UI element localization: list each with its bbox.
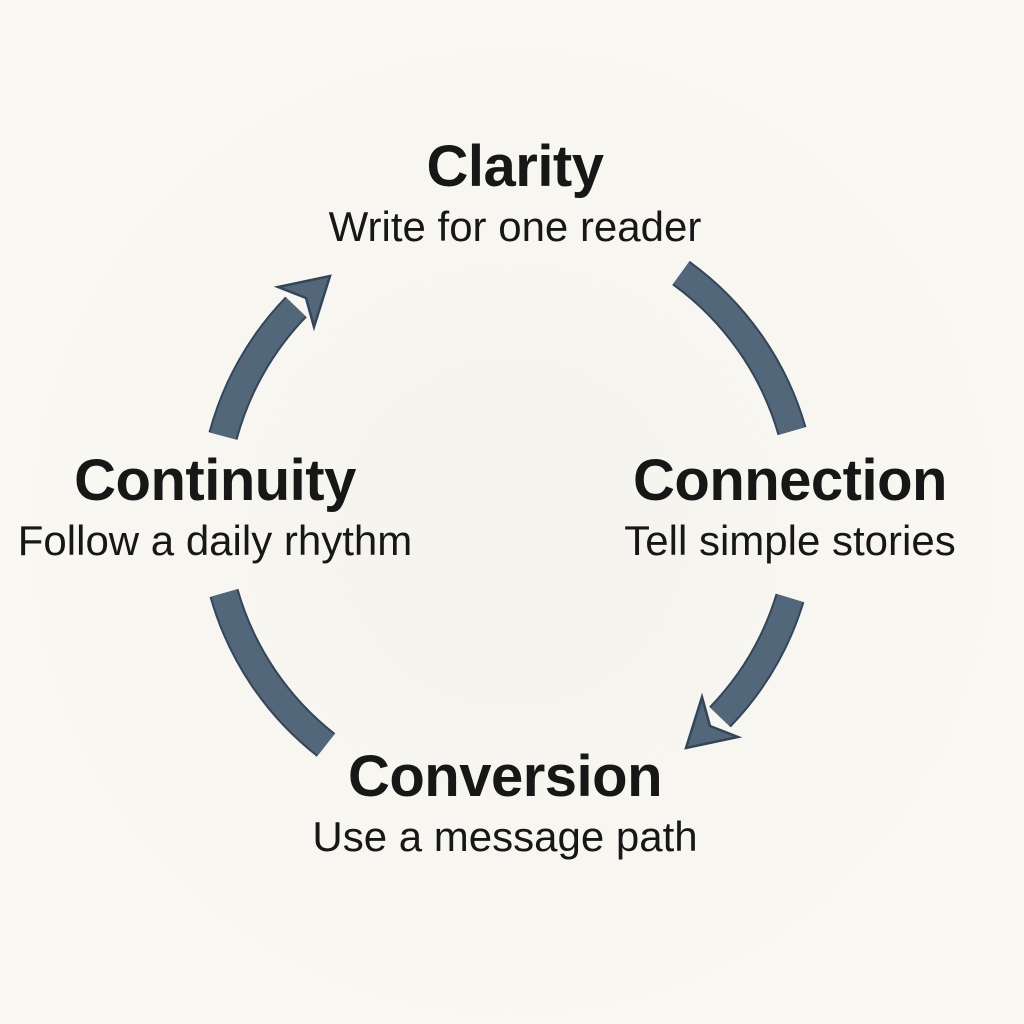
node-conversion-subtitle: Use a message path (312, 813, 698, 860)
arrowhead-icon (684, 692, 743, 750)
arc-band (210, 297, 306, 440)
arc-band (673, 262, 805, 435)
node-continuity-title: Continuity (74, 448, 356, 513)
arrow-conversion-to-continuity (209, 588, 336, 757)
node-connection-subtitle: Tell simple stories (624, 517, 956, 564)
node-connection: Connection Tell simple stories (570, 452, 1010, 562)
arrow-connection-to-conversion (684, 593, 805, 750)
arrow-continuity-to-clarity (208, 274, 332, 441)
node-continuity: Continuity Follow a daily rhythm (0, 452, 430, 562)
arc-band (211, 589, 335, 756)
node-clarity-subtitle: Write for one reader (328, 203, 702, 250)
arrow-clarity-to-connection (672, 260, 807, 436)
node-clarity: Clarity Write for one reader (235, 138, 795, 248)
node-connection-title: Connection (633, 448, 947, 513)
node-clarity-title: Clarity (426, 134, 604, 199)
arrowhead-icon (273, 274, 332, 332)
arc-band (710, 594, 803, 727)
node-conversion: Conversion Use a message path (245, 748, 765, 858)
node-conversion-title: Conversion (347, 744, 663, 809)
node-continuity-subtitle: Follow a daily rhythm (17, 517, 413, 564)
